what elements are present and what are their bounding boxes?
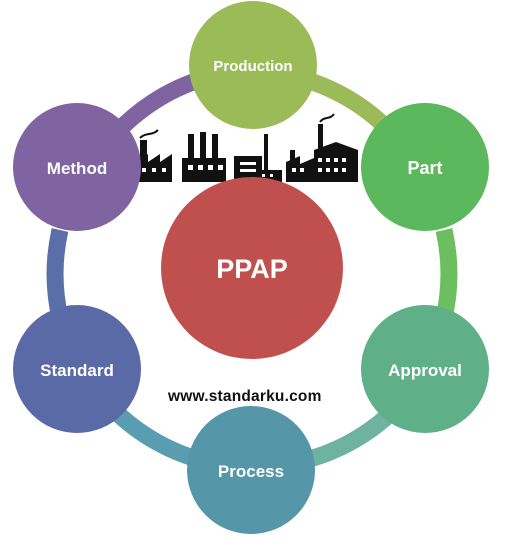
node-method: Method	[13, 103, 141, 231]
website-url: www.standarku.com	[168, 388, 322, 405]
center-circle	[161, 177, 343, 359]
node-standard: Standard	[13, 305, 141, 433]
factory-icon-1	[136, 129, 172, 182]
node-method-circle	[13, 103, 141, 231]
node-part-circle	[361, 103, 489, 231]
ring-segment-standard-method	[46, 228, 69, 320]
node-standard-circle	[13, 305, 141, 433]
factory-icon-3	[234, 134, 282, 182]
node-production-label: Production	[213, 58, 292, 75]
factory-icons	[136, 113, 358, 182]
center-label: PPAP	[216, 254, 288, 284]
center-node: PPAP	[161, 177, 343, 359]
node-process-circle	[187, 406, 315, 534]
node-production-circle	[189, 1, 317, 129]
factory-icon-4	[286, 113, 358, 182]
factory-icon-2	[182, 132, 226, 182]
node-standard-label: Standard	[40, 361, 114, 380]
node-part-label: Part	[407, 158, 442, 178]
node-part: Part	[361, 103, 489, 231]
node-approval-circle	[361, 305, 489, 433]
node-process: Process	[187, 406, 315, 534]
node-approval: Approval	[361, 305, 489, 433]
node-process-label: Process	[218, 462, 284, 481]
node-approval-label: Approval	[388, 361, 462, 380]
node-production: Production	[189, 1, 317, 129]
ring-segment-part-approval	[435, 228, 458, 320]
node-method-label: Method	[47, 159, 107, 178]
